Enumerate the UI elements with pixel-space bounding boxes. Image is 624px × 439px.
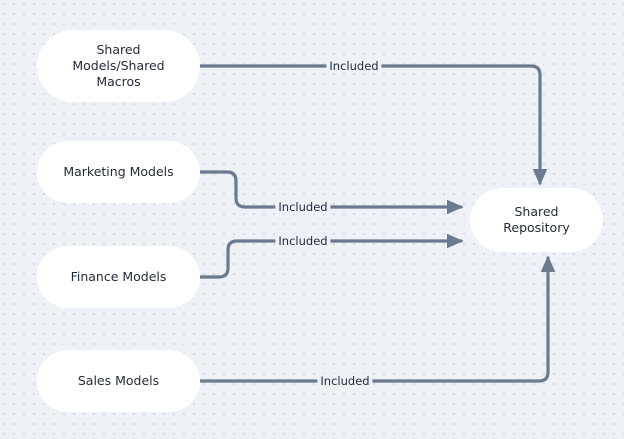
node-finance-models[interactable]: Finance Models: [37, 246, 200, 308]
edge-path-finance-models: [198, 233, 464, 279]
edge-path-shared-models: [198, 64, 548, 186]
node-shared-repository[interactable]: Shared Repository: [470, 188, 603, 252]
node-shared-models[interactable]: Shared Models/Shared Macros: [37, 30, 200, 102]
node-shared-models-label: Shared Models/Shared Macros: [72, 42, 165, 89]
node-marketing-models[interactable]: Marketing Models: [37, 141, 200, 203]
edge-label-sales-models: Included: [317, 374, 373, 388]
node-finance-models-label: Finance Models: [70, 269, 167, 284]
node-shared-repository-label: Shared Repository: [503, 204, 570, 235]
node-marketing-models-label: Marketing Models: [63, 164, 174, 179]
node-sales-models-label: Sales Models: [77, 373, 160, 388]
node-sales-models[interactable]: Sales Models: [37, 350, 200, 412]
edge-label-shared-models: Included: [326, 59, 382, 73]
edge-label-finance-models: Included: [275, 234, 331, 248]
edge-path-sales-models: [198, 255, 556, 383]
edge-label-marketing-models: Included: [275, 200, 331, 214]
edge-path-marketing-models: [198, 170, 464, 215]
